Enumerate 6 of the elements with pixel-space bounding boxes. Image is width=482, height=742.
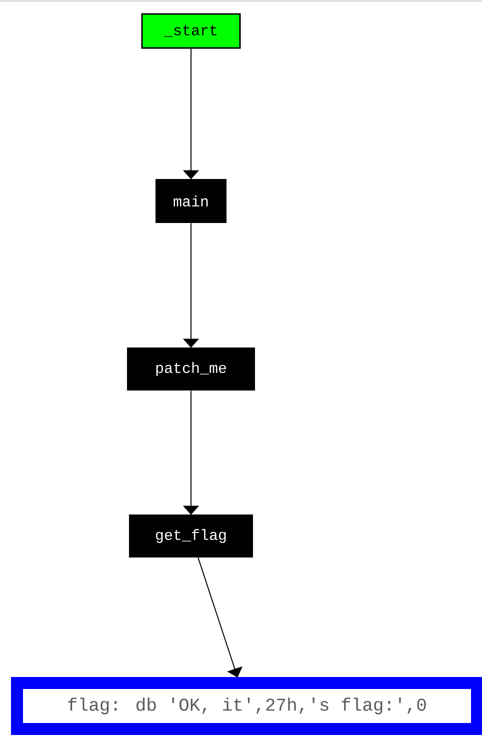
function-node: main	[156, 179, 226, 223]
entry-node: _start	[141, 13, 241, 49]
data-node: flag: db 'OK, it',27h,'s flag:',0	[11, 677, 482, 735]
function-node: patch_me	[127, 348, 255, 390]
function-node: get_flag	[129, 514, 253, 558]
arrow	[198, 557, 242, 678]
